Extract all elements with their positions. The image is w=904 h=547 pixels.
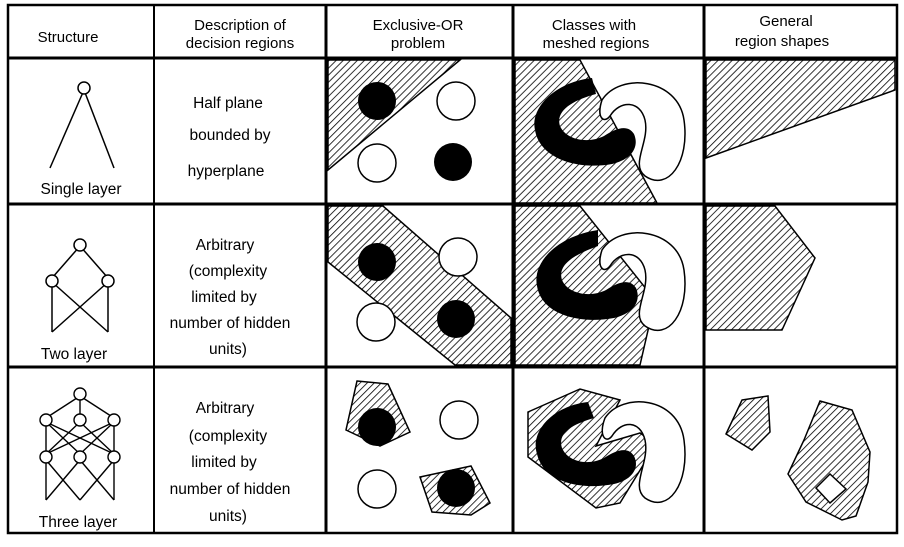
header-description-line-1: Description of bbox=[194, 17, 287, 34]
header-xor: Exclusive-OR problem bbox=[373, 17, 464, 52]
svg-text:number of hidden: number of hidden bbox=[170, 481, 291, 498]
svg-text:number of hidden: number of hidden bbox=[170, 315, 291, 332]
header-structure-line-1: Structure bbox=[38, 29, 99, 46]
svg-text:Half plane: Half plane bbox=[193, 95, 263, 112]
general-three-layer-figure bbox=[725, 395, 871, 521]
header-meshed: Classes with meshed regions bbox=[543, 17, 650, 52]
header-description-line-2: decision regions bbox=[186, 35, 294, 52]
description-text: Arbitrary (complexity limited by number … bbox=[170, 237, 291, 358]
svg-text:units): units) bbox=[209, 508, 247, 525]
description-text: Half plane bounded by hyperplane bbox=[188, 95, 271, 180]
table-grid-lines bbox=[6, 3, 899, 535]
header-structure: Structure bbox=[38, 29, 99, 46]
two-layer-network-diagram bbox=[45, 238, 115, 333]
xor-two-layer-figure bbox=[327, 205, 512, 366]
general-single-layer-figure bbox=[705, 59, 896, 160]
header-general-line-1: General bbox=[759, 13, 812, 30]
header-xor-line-1: Exclusive-OR bbox=[373, 17, 464, 34]
svg-text:limited by: limited by bbox=[191, 454, 257, 471]
general-two-layer-figure bbox=[705, 205, 816, 331]
meshed-two-layer-figure bbox=[514, 205, 686, 366]
structure-label: Two layer bbox=[41, 346, 107, 363]
header-xor-line-2: problem bbox=[391, 35, 445, 52]
svg-text:(complexity: (complexity bbox=[189, 263, 268, 280]
single-layer-network-diagram bbox=[49, 81, 115, 169]
svg-text:(complexity: (complexity bbox=[189, 428, 268, 445]
row-two-layer: Two layer Arbitrary (complexity limited … bbox=[41, 205, 816, 366]
xor-single-layer-figure bbox=[327, 59, 476, 183]
row-single-layer: Single layer Half plane bounded by hyper… bbox=[41, 59, 896, 204]
meshed-three-layer-figure bbox=[527, 388, 686, 509]
row-three-layer: Three layer Arbitrary (complexity limite… bbox=[39, 380, 871, 531]
header-meshed-line-2: meshed regions bbox=[543, 35, 650, 52]
three-layer-network-diagram bbox=[39, 387, 121, 501]
xor-three-layer-figure bbox=[345, 380, 491, 516]
svg-text:Arbitrary: Arbitrary bbox=[196, 237, 255, 254]
structure-label: Single layer bbox=[41, 181, 122, 198]
svg-text:limited by: limited by bbox=[191, 289, 257, 306]
meshed-single-layer-figure bbox=[514, 59, 686, 204]
description-text: Arbitrary (complexity limited by number … bbox=[170, 400, 291, 525]
header-general-line-2: region shapes bbox=[735, 33, 829, 50]
svg-text:units): units) bbox=[209, 341, 247, 358]
header-meshed-line-1: Classes with bbox=[552, 17, 636, 34]
svg-text:Arbitrary: Arbitrary bbox=[196, 400, 255, 417]
structure-label: Three layer bbox=[39, 514, 117, 531]
header-general: General region shapes bbox=[735, 13, 829, 50]
svg-text:bounded by: bounded by bbox=[189, 127, 270, 144]
header-description: Description of decision regions bbox=[186, 17, 294, 52]
svg-text:hyperplane: hyperplane bbox=[188, 163, 265, 180]
